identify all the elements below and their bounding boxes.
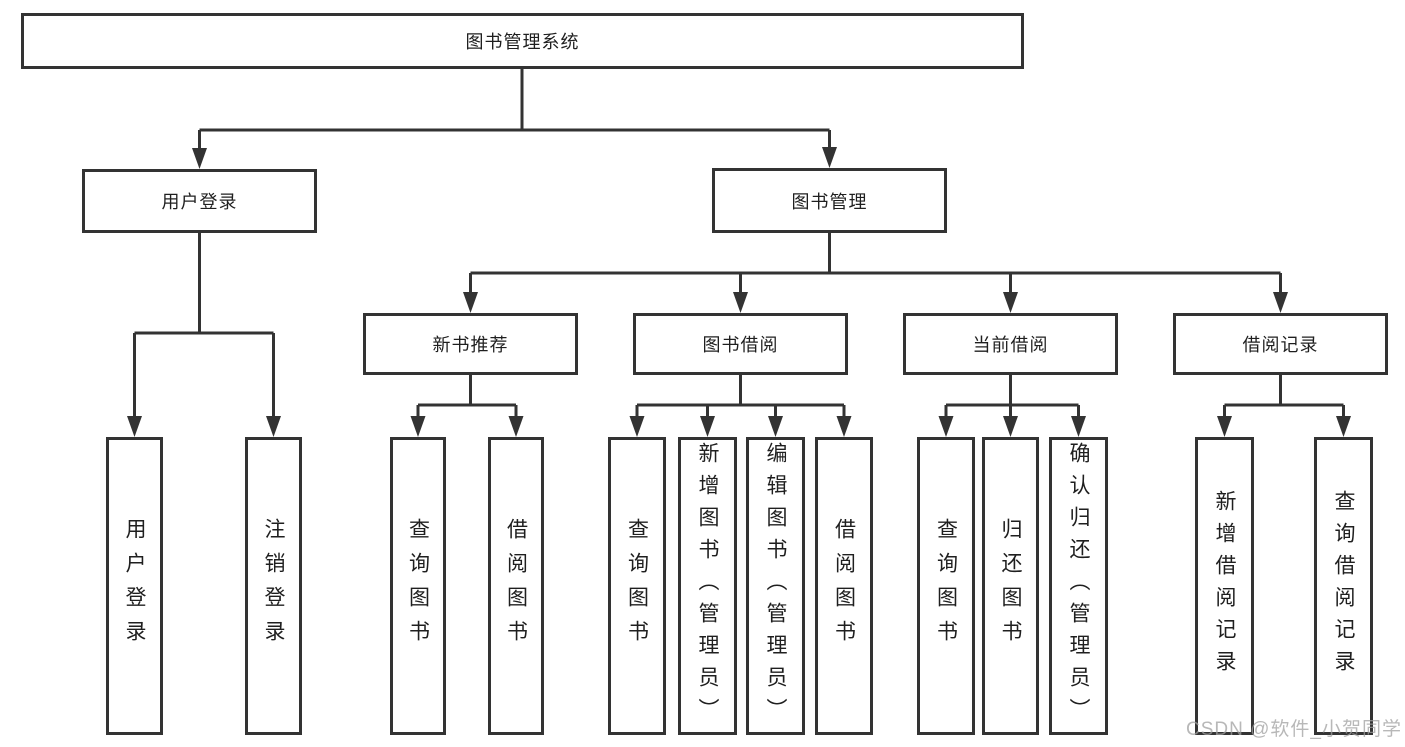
arrowheads: [127, 147, 1351, 437]
leaf-edit-books-admin: 编辑图书（管理员）: [746, 437, 805, 735]
node-label: 当前借阅: [972, 335, 1049, 355]
node-label: 查询图书: [934, 518, 958, 654]
node-label: 查询图书: [406, 518, 430, 654]
leaf-return-books: 归还图书: [982, 437, 1039, 735]
node-label: 借阅记录: [1242, 335, 1319, 355]
node-label: 新增图书（管理员）: [696, 442, 719, 730]
node-user-login: 用户登录: [82, 169, 317, 233]
node-new-book-recommendation: 新书推荐: [363, 313, 578, 375]
node-label: 用户登录: [161, 192, 238, 212]
leaf-add-borrow-record: 新增借阅记录: [1195, 437, 1254, 735]
node-label: 查询借阅记录: [1332, 490, 1355, 682]
leaf-confirm-return-admin: 确认归还（管理员）: [1049, 437, 1108, 735]
node-label: 图书管理系统: [465, 32, 580, 52]
node-label: 借阅图书: [832, 518, 856, 654]
node-label: 新增借阅记录: [1213, 490, 1236, 682]
leaf-query-books-2: 查询图书: [608, 437, 666, 735]
leaf-add-books-admin: 新增图书（管理员）: [678, 437, 737, 735]
leaf-logout-login: 注销登录: [245, 437, 302, 735]
node-label: 用户登录: [123, 518, 146, 654]
node-book-borrowing: 图书借阅: [633, 313, 848, 375]
leaf-borrow-books: 借阅图书: [488, 437, 544, 735]
leaf-query-books: 查询图书: [390, 437, 446, 735]
node-label: 图书管理: [791, 191, 868, 212]
node-borrowing-records: 借阅记录: [1173, 313, 1388, 375]
node-library-management-system: 图书管理系统: [21, 13, 1024, 69]
leaf-user-login: 用户登录: [106, 437, 163, 735]
leaf-query-borrow-record: 查询借阅记录: [1314, 437, 1373, 735]
node-label: 查询图书: [625, 518, 649, 654]
watermark: CSDN @软件_小贺同学: [1186, 719, 1402, 740]
node-label: 新书推荐: [432, 335, 509, 355]
node-current-borrowing: 当前借阅: [903, 313, 1118, 375]
node-label: 编辑图书（管理员）: [764, 442, 787, 730]
node-label: 借阅图书: [504, 518, 528, 654]
leaf-borrow-books-2: 借阅图书: [815, 437, 873, 735]
node-book-management: 图书管理: [712, 168, 947, 233]
node-label: 归还图书: [999, 518, 1022, 654]
leaf-query-books-3: 查询图书: [917, 437, 975, 735]
node-label: 图书借阅: [702, 335, 779, 355]
node-label: 确认归还（管理员）: [1067, 442, 1090, 730]
node-label: 注销登录: [262, 518, 285, 654]
